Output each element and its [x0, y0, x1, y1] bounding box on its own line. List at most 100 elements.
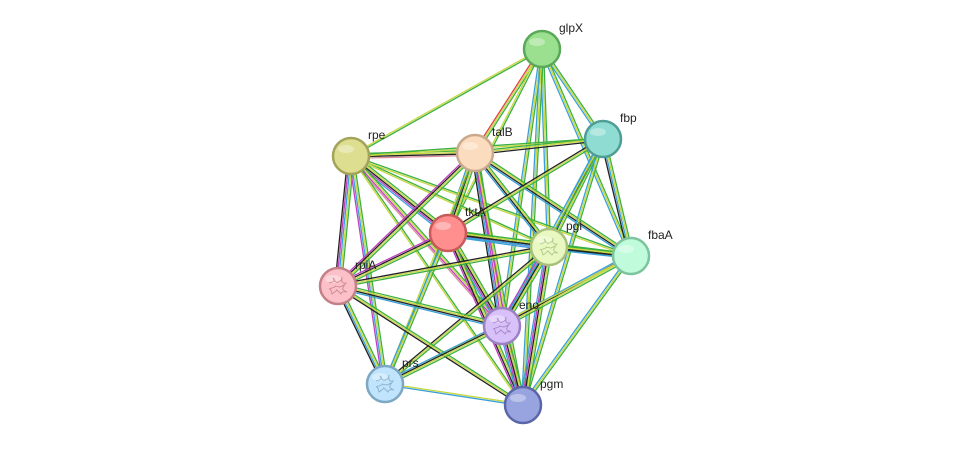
- edge-rpiA-pgm: [336, 284, 525, 407]
- node-rpe[interactable]: rpe: [331, 128, 386, 176]
- node-eno[interactable]: eno: [482, 298, 539, 346]
- edge-channel-yellow: [603, 138, 633, 256]
- edge-channel-yellow: [522, 255, 632, 406]
- edge-channel-yellow: [384, 232, 449, 385]
- edge-fbp-tktA: [446, 137, 605, 235]
- edge-channel-yellow: [475, 152, 551, 247]
- node-circle[interactable]: [583, 119, 623, 159]
- edge-channel-black: [522, 246, 550, 406]
- edge-channel-yellow: [349, 156, 523, 406]
- edge-channel-black: [473, 153, 549, 248]
- node-prs[interactable]: prs: [365, 356, 419, 404]
- node-rpiA[interactable]: rpiA: [318, 258, 376, 306]
- protein-structure-icon: [328, 276, 348, 295]
- node-label: pgm: [540, 377, 563, 391]
- edge-channel-green: [476, 151, 552, 246]
- edge-channel-black: [446, 137, 603, 233]
- edge-channel-green: [338, 284, 525, 405]
- edge-channel-yellow: [474, 48, 543, 154]
- edge-layer: [334, 47, 634, 407]
- node-circle[interactable]: [428, 213, 468, 253]
- edge-channel-black: [474, 153, 631, 258]
- node-highlight: [536, 236, 552, 244]
- edge-fbp-pgm: [520, 138, 606, 406]
- edge-channel-green: [502, 257, 633, 329]
- protein-structure-icon: [375, 374, 395, 393]
- edge-channel-magenta: [335, 155, 351, 286]
- edge-pgi-pgm: [519, 246, 553, 406]
- node-fbp[interactable]: fbp: [583, 111, 637, 159]
- edge-channel-green: [351, 154, 550, 247]
- node-highlight: [435, 222, 451, 230]
- node-highlight: [372, 373, 388, 381]
- node-label: pgi: [566, 219, 582, 233]
- edge-channel-green: [523, 139, 606, 406]
- node-label: rpe: [368, 128, 386, 142]
- edge-channel-blue: [519, 246, 547, 405]
- node-label: fbaA: [648, 228, 673, 242]
- node-label: prs: [402, 356, 419, 370]
- edge-channel-yellow: [338, 233, 449, 288]
- edge-channel-green: [475, 150, 633, 255]
- node-label: glpX: [559, 21, 583, 35]
- node-talB[interactable]: talB: [455, 125, 513, 173]
- edge-channel-yellow: [337, 285, 524, 406]
- node-circle[interactable]: [482, 306, 522, 346]
- edge-channel-green: [474, 136, 603, 153]
- edge-channel-black: [337, 244, 549, 286]
- node-circle[interactable]: [503, 385, 543, 425]
- node-highlight: [529, 38, 545, 46]
- edge-glpX-fbaA: [539, 48, 634, 257]
- edge-channel-yellow: [447, 138, 604, 234]
- node-highlight: [618, 245, 634, 253]
- node-pgm[interactable]: pgm: [503, 377, 563, 425]
- node-circle[interactable]: [522, 29, 562, 69]
- edge-channel-black: [336, 151, 475, 286]
- edge-channel-yellow: [475, 151, 632, 256]
- edge-glpX-rpe: [350, 47, 543, 158]
- node-circle[interactable]: [318, 266, 358, 306]
- edge-channel-pink: [348, 157, 501, 329]
- edge-channel-green: [475, 152, 526, 405]
- node-highlight: [338, 145, 354, 153]
- edge-rpe-talB: [350, 149, 476, 160]
- node-highlight: [325, 275, 341, 283]
- edge-channel-yellow: [446, 48, 542, 233]
- node-glpX[interactable]: glpX: [522, 21, 583, 69]
- node-layer: glpX fbp rpe talB tktA pgi fbaA rpiA eno prs pgm: [318, 21, 673, 425]
- edge-channel-blue: [473, 154, 631, 259]
- edge-channel-blue: [349, 156, 385, 385]
- edge-channel-black: [334, 155, 349, 286]
- node-tktA[interactable]: tktA: [428, 205, 486, 253]
- node-label: rpiA: [355, 258, 376, 272]
- node-circle[interactable]: [611, 236, 651, 276]
- node-pgi[interactable]: pgi: [529, 219, 582, 267]
- edge-channel-blue: [337, 287, 502, 329]
- edge-channel-yellow: [541, 48, 550, 248]
- edge-talB-rpiA: [335, 150, 478, 289]
- edge-channel-green: [448, 49, 544, 234]
- edge-channel-green: [351, 155, 525, 405]
- node-highlight: [590, 128, 606, 136]
- edge-channel-black: [337, 286, 502, 328]
- node-label: fbp: [620, 111, 637, 125]
- edge-channel-yellow: [385, 382, 524, 405]
- edge-channel-blue: [601, 139, 631, 257]
- node-circle[interactable]: [365, 364, 405, 404]
- node-circle[interactable]: [455, 133, 495, 173]
- edge-channel-green: [604, 138, 634, 256]
- edge-channel-green: [338, 283, 503, 325]
- protein-structure-icon: [539, 237, 559, 256]
- edge-talB-pgi: [472, 151, 552, 249]
- node-highlight: [510, 394, 526, 402]
- edge-channel-yellow: [350, 151, 475, 156]
- edge-channel-green: [338, 247, 550, 289]
- node-circle[interactable]: [331, 136, 371, 176]
- edge-channel-black: [350, 155, 449, 234]
- node-fbaA[interactable]: fbaA: [611, 228, 673, 276]
- edge-channel-yellow: [522, 138, 604, 406]
- edge-channel-green: [542, 48, 552, 247]
- node-circle[interactable]: [529, 227, 569, 267]
- node-label: eno: [519, 298, 539, 312]
